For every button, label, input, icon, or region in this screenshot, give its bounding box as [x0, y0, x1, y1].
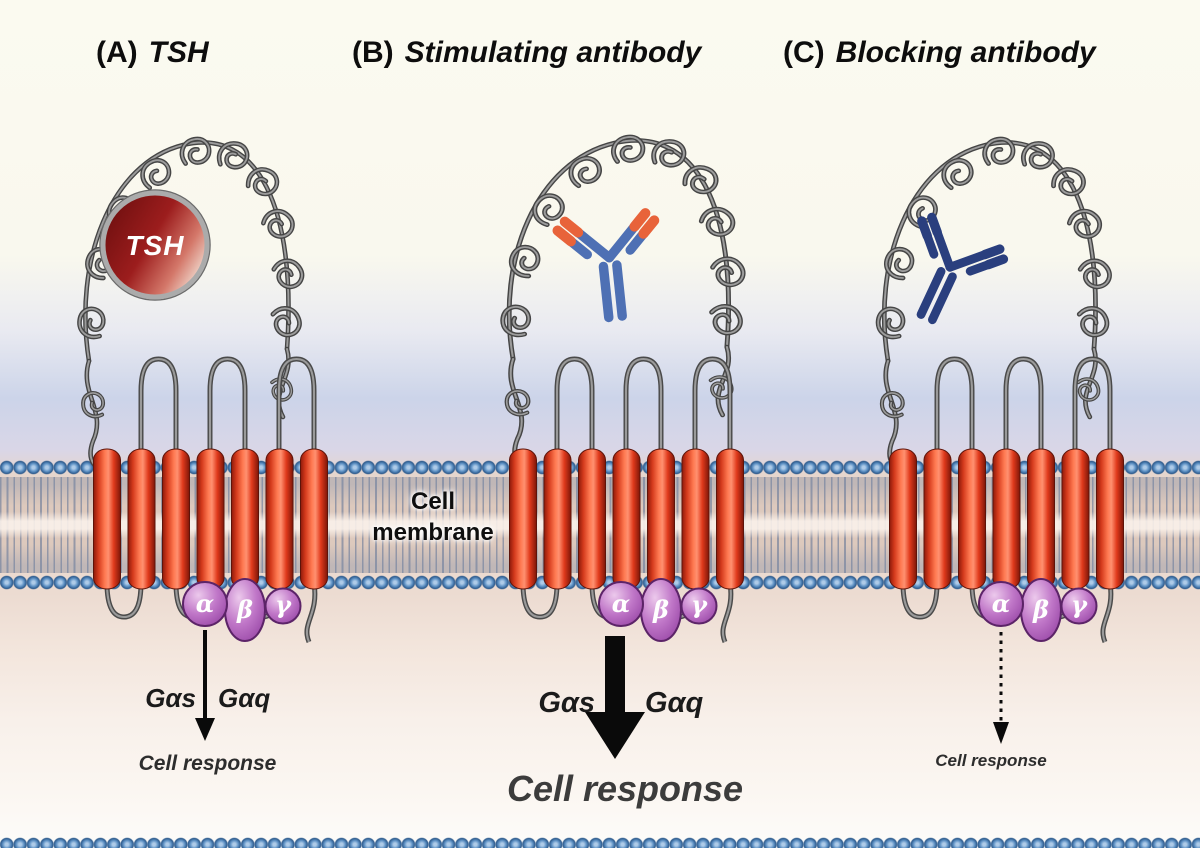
tsh-label: TSH: [126, 230, 185, 261]
g-alpha-q-label-a: Gαq: [218, 683, 271, 713]
panel-tag-b: (B): [352, 36, 394, 69]
g-gamma-subunit-label: γ: [275, 590, 292, 619]
g-beta-subunit-label: β: [236, 595, 253, 624]
g-protein-complex-c: α β γ: [978, 578, 1098, 642]
tsh-receptor-a: TSH α β γ: [55, 95, 385, 680]
cell-membrane-label-line2: membrane: [372, 519, 494, 547]
g-alpha-s-label-a: Gαs: [145, 683, 196, 713]
panel-title-a: (A) TSH: [96, 36, 209, 70]
cell-membrane-label-line1: Cell: [410, 488, 455, 515]
stimulating-antibody-icon: [557, 212, 664, 322]
cell-response-label-b: Cell response: [506, 768, 744, 809]
g-alpha-subunit-label: α: [992, 589, 1010, 618]
cell-response-label-a: Cell response: [138, 752, 277, 775]
g-beta-subunit-label: β: [652, 595, 669, 624]
signal-arrow-b: [585, 636, 645, 759]
panel-name-a: TSH: [148, 36, 209, 69]
panel-name-c: Blocking antibody: [835, 36, 1096, 69]
g-gamma-subunit-label: γ: [1071, 590, 1088, 619]
panel-name-b: Stimulating antibody: [404, 36, 702, 69]
tsh-receptor-b: α β γ: [471, 95, 801, 680]
g-alpha-q-label-b: Gαq: [645, 687, 704, 719]
panel-tag-a: (A): [96, 36, 138, 69]
g-alpha-s-label-b: Gαs: [538, 687, 595, 719]
panel-tag-c: (C): [783, 36, 825, 69]
signal-arrow-c: [993, 632, 1009, 744]
lipid-heads-bottom: [0, 835, 1200, 848]
g-alpha-subunit-label: α: [196, 589, 214, 618]
tsh-hormone-icon: TSH: [99, 189, 211, 301]
cell-membrane-label: Cell membrane: [358, 486, 508, 548]
receptor-ectodomain-a: [76, 138, 306, 471]
tsh-receptor-c: α β γ: [851, 95, 1181, 680]
g-protein-complex-b: α β γ: [598, 578, 718, 642]
panel-title-b: (B) Stimulating antibody: [352, 36, 701, 70]
receptor-ectodomain-c: [875, 138, 1114, 471]
signal-arrow-a: [195, 630, 215, 741]
g-protein-complex-a: α β γ: [182, 578, 302, 642]
g-alpha-subunit-label: α: [612, 589, 630, 618]
g-beta-subunit-label: β: [1032, 595, 1049, 624]
g-gamma-subunit-label: γ: [691, 590, 708, 619]
panel-title-c: (C) Blocking antibody: [783, 36, 1096, 70]
cell-response-label-c: Cell response: [935, 751, 1047, 770]
bottom-membrane-edge: [0, 835, 1200, 848]
